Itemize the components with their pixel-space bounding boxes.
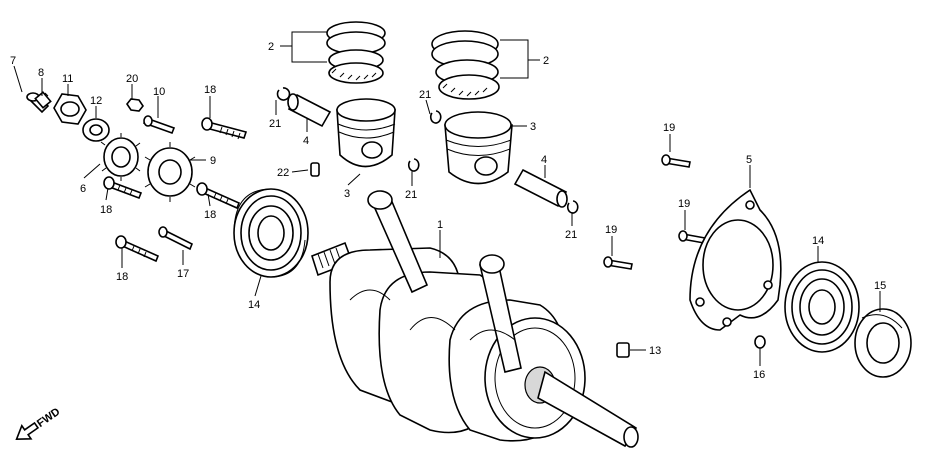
gear-9 xyxy=(144,142,196,202)
label-18-mid-left: 18 xyxy=(100,204,112,216)
bearing-cover-5 xyxy=(689,188,782,331)
piston-pin-left xyxy=(287,93,332,128)
fwd-arrow: FWD xyxy=(15,406,62,440)
label-14-right: 14 xyxy=(812,235,824,247)
label-20: 20 xyxy=(126,73,138,85)
bearing-14-right xyxy=(784,261,860,353)
label-8: 8 xyxy=(38,67,44,79)
label-19-b: 19 xyxy=(678,198,690,210)
label-2-left: 2 xyxy=(268,41,274,53)
label-5: 5 xyxy=(746,154,752,166)
circlip-21-c xyxy=(407,158,420,172)
piston-right xyxy=(444,111,513,185)
label-9: 9 xyxy=(210,155,216,167)
label-22: 22 xyxy=(277,167,289,179)
label-18-mid-right: 18 xyxy=(204,209,216,221)
label-12: 12 xyxy=(90,95,102,107)
label-21-d: 21 xyxy=(565,229,577,241)
circlip-21-a xyxy=(276,87,291,101)
label-19-a: 19 xyxy=(663,122,675,134)
bearing-14-left xyxy=(233,188,309,278)
circlip-21-b xyxy=(429,110,442,124)
bolt-19-b xyxy=(678,230,706,244)
label-4-left: 4 xyxy=(303,135,309,147)
dowel-22 xyxy=(310,162,320,177)
part-labels: 7 8 11 12 20 10 18 9 6 18 18 18 17 22 14… xyxy=(10,41,886,381)
label-3-right: 3 xyxy=(530,121,536,133)
label-19-c: 19 xyxy=(605,224,617,236)
piston-pin-right xyxy=(513,168,568,208)
label-17: 17 xyxy=(177,268,189,280)
label-11: 11 xyxy=(62,73,73,85)
label-13: 13 xyxy=(649,345,661,357)
dowel-13 xyxy=(616,342,630,358)
piston-left xyxy=(336,98,396,168)
label-21-a: 21 xyxy=(269,118,281,130)
gear-6 xyxy=(100,133,141,181)
bolt-19-a xyxy=(661,154,691,168)
nut-11 xyxy=(53,93,87,125)
washer-12 xyxy=(82,118,110,142)
bolt-19-c xyxy=(603,256,633,270)
bolt-18-bottom xyxy=(115,235,160,263)
label-3-left: 3 xyxy=(344,188,350,200)
crankshaft-1 xyxy=(311,190,639,448)
bolt-18-mid-right xyxy=(196,182,241,210)
bolt-18-top xyxy=(201,117,248,140)
leader-lines xyxy=(13,31,881,366)
fwd-label: FWD xyxy=(35,406,62,430)
label-4-right: 4 xyxy=(541,154,547,166)
label-2-right: 2 xyxy=(543,55,549,67)
oil-seal-15 xyxy=(854,308,912,378)
label-21-b: 21 xyxy=(419,89,431,101)
label-10: 10 xyxy=(153,86,165,98)
bolt-17 xyxy=(158,226,194,251)
label-18-top: 18 xyxy=(204,84,216,96)
bolt-18-mid-left xyxy=(103,176,143,200)
nut-20 xyxy=(126,98,144,112)
label-18-bottom: 18 xyxy=(116,271,128,283)
label-14-left: 14 xyxy=(248,299,260,311)
label-6: 6 xyxy=(80,183,86,195)
spring-8 xyxy=(34,91,52,109)
circlip-21-d xyxy=(566,200,579,214)
washer-16 xyxy=(754,335,766,349)
label-21-c: 21 xyxy=(405,189,417,201)
bolt-10 xyxy=(142,115,176,135)
label-15: 15 xyxy=(874,280,886,292)
piston-rings-left xyxy=(326,21,386,84)
label-16: 16 xyxy=(753,369,765,381)
label-1: 1 xyxy=(437,219,443,231)
piston-rings-right xyxy=(431,30,500,100)
label-7: 7 xyxy=(10,55,16,67)
